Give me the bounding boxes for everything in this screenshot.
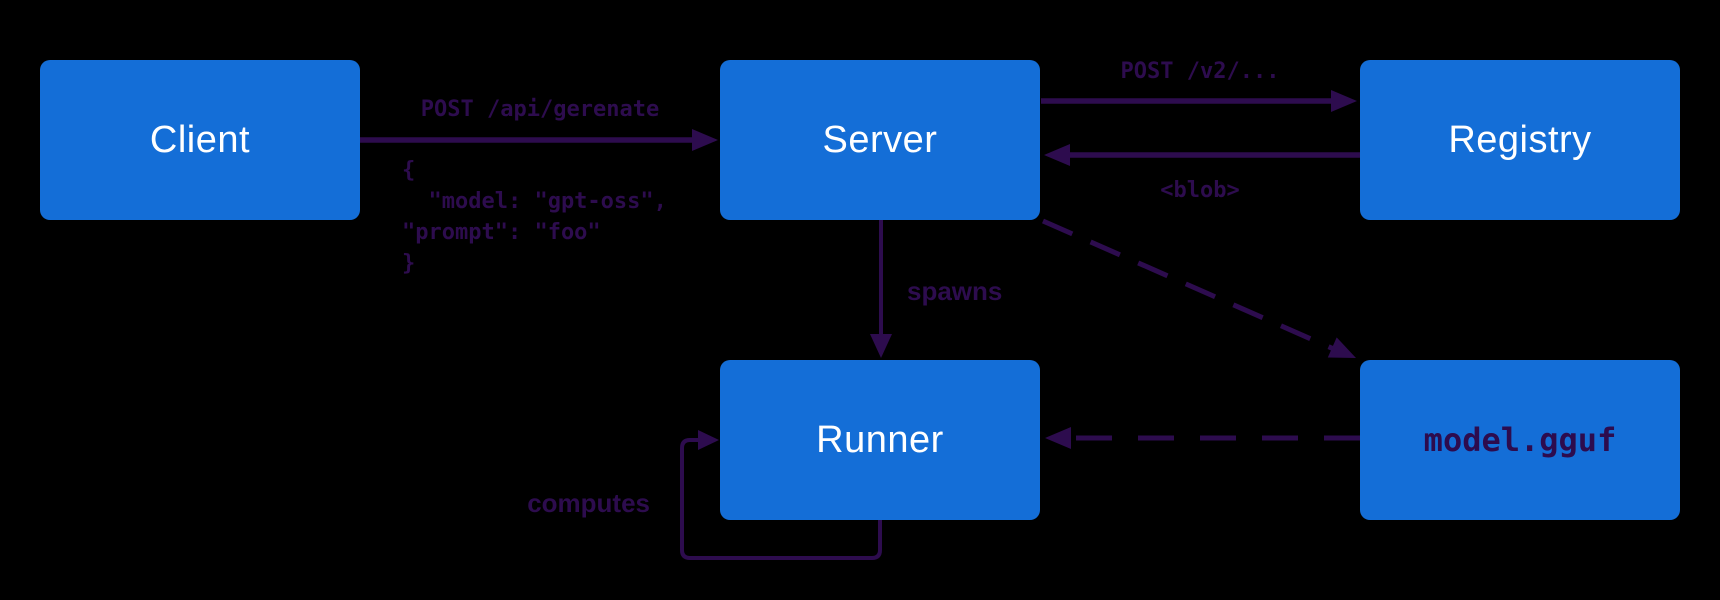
label-blob: <blob>: [1160, 178, 1240, 203]
node-client: Client: [40, 60, 360, 220]
arrow-server-to-registry: [1041, 90, 1357, 112]
node-registry-label: Registry: [1448, 118, 1592, 161]
arrow-runner-self-loop: [680, 430, 882, 560]
node-registry: Registry: [1360, 60, 1680, 220]
arrow-client-to-server: [360, 129, 718, 151]
node-server: Server: [720, 60, 1040, 220]
label-computes: computes: [527, 488, 650, 518]
arrow-registry-to-server: [1044, 144, 1360, 166]
node-server-label: Server: [822, 118, 938, 161]
arrow-server-to-runner: [870, 220, 892, 358]
node-runner: Runner: [720, 360, 1040, 520]
node-model-file-label: model.gguf: [1423, 421, 1617, 459]
label-post-v2: POST /v2/...: [1120, 59, 1280, 84]
node-runner-label: Runner: [816, 418, 944, 461]
arrow-server-to-model-file: [1041, 218, 1356, 358]
node-model-file: model.gguf: [1360, 360, 1680, 520]
label-spawns: spawns: [907, 276, 1003, 306]
arrow-model-file-to-runner: [1045, 427, 1360, 449]
node-client-label: Client: [149, 118, 251, 161]
label-request-json-body: { "model: "gpt-oss", "prompt": "foo" }: [402, 158, 667, 276]
label-post-api-generate: POST /api/gerenate: [420, 97, 660, 122]
